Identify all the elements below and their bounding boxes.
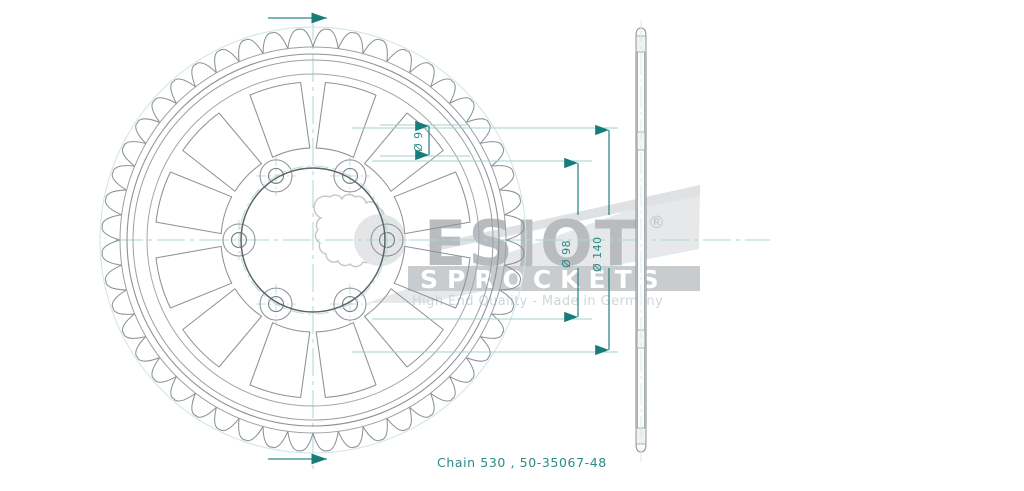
spoke-windows bbox=[155, 81, 471, 399]
drawing-caption: Chain 530 , 50-35067-48 bbox=[437, 455, 607, 470]
spoke-window-1a bbox=[393, 171, 471, 235]
bolt-circle bbox=[238, 165, 388, 315]
bolt-hole-2 bbox=[341, 296, 359, 313]
watermark-tagline: High End Quality - Made in Germany bbox=[412, 294, 663, 309]
bolt-hole-4 bbox=[230, 231, 248, 249]
tooth-profile bbox=[101, 28, 525, 452]
bolt-hole-counterbore-5 bbox=[259, 159, 293, 193]
spoke-window-4a bbox=[155, 245, 233, 309]
spoke-window-4b bbox=[155, 171, 233, 235]
spoke-window-5b bbox=[249, 81, 311, 158]
bolt-hole-counterbore-0 bbox=[333, 159, 367, 193]
dimension-labels: Ø 9 Ø 98 Ø 140 bbox=[412, 131, 604, 272]
bolt-hole-counterbore-3 bbox=[259, 287, 293, 321]
root-circle bbox=[119, 46, 507, 434]
spoke-window-3b bbox=[182, 288, 263, 368]
watermark-group: ESJOT ® SPROCKETS High End Quality - Mad… bbox=[313, 185, 700, 309]
center-bore bbox=[240, 167, 386, 313]
rim-inner-circle bbox=[132, 59, 494, 421]
bolt-hole-counterbore-2 bbox=[333, 287, 367, 321]
tooth-ring bbox=[101, 28, 525, 452]
side-view bbox=[635, 20, 647, 462]
bolt-hole-counterbore-1 bbox=[370, 223, 404, 257]
watermark-swoosh-2 bbox=[427, 185, 700, 250]
spoke-window-2b bbox=[315, 322, 377, 399]
direction-markers bbox=[268, 12, 327, 465]
dimension-lines bbox=[352, 124, 618, 353]
spoke-window-3a bbox=[249, 322, 311, 399]
watermark-band bbox=[408, 266, 700, 291]
rim-outer-circle bbox=[126, 53, 500, 427]
bolt-hole-0 bbox=[341, 167, 359, 184]
spoke-window-0b bbox=[363, 112, 444, 192]
watermark-registered-icon: ® bbox=[648, 213, 665, 233]
dimension-label-outer-dia: Ø 140 bbox=[591, 236, 604, 272]
dimension-label-bolt-circle-dia: Ø 98 bbox=[560, 240, 573, 268]
spoke-window-0a bbox=[315, 81, 377, 158]
bolt-hole-3 bbox=[267, 296, 285, 313]
spoke-window-1b bbox=[393, 245, 471, 309]
web-circle bbox=[146, 73, 480, 407]
spoke-window-5a bbox=[182, 112, 263, 192]
watermark-product: SPROCKETS bbox=[420, 265, 668, 294]
tip-circle bbox=[99, 26, 527, 454]
bolt-hole-5 bbox=[267, 167, 285, 184]
dimension-label-bolt-hole-dia: Ø 9 bbox=[412, 131, 425, 152]
spoke-window-2a bbox=[363, 288, 444, 368]
bolt-hole-counterbore-4 bbox=[222, 223, 256, 257]
dimension-arrows bbox=[415, 120, 610, 356]
front-view bbox=[99, 12, 770, 470]
